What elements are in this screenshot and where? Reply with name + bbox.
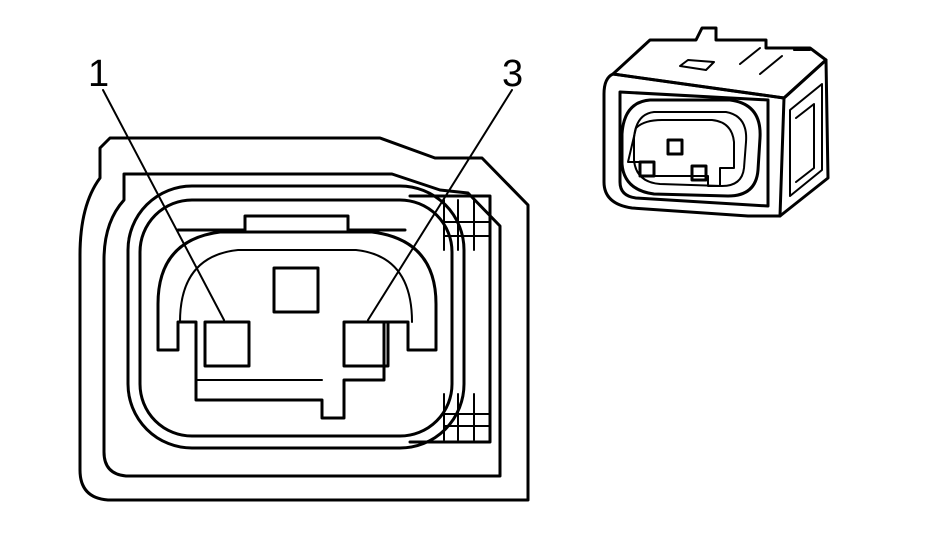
outer-housing-outline <box>78 136 530 502</box>
pin-2-cavity <box>272 266 320 314</box>
iso-pin-2 <box>666 138 684 156</box>
iso-pin-3 <box>690 164 708 182</box>
terminal-cavity-block <box>156 230 438 420</box>
socket-outer-outline <box>126 184 466 450</box>
iso-side-latch <box>789 83 823 197</box>
pin-1-label: 1 <box>88 53 109 95</box>
iso-top-ridges <box>739 47 811 75</box>
iso-side-face <box>778 58 830 218</box>
pin-1-cavity <box>203 320 251 368</box>
pin-3-label: 3 <box>502 53 523 95</box>
pin-3-cavity <box>342 320 390 368</box>
latch-body <box>408 194 492 444</box>
connector-isometric-view <box>602 26 830 218</box>
iso-pin-1 <box>638 160 656 178</box>
iso-top-slot <box>679 59 715 71</box>
iso-front-inner <box>618 90 770 208</box>
key-ridge <box>176 214 407 232</box>
pin-3-leader <box>367 89 513 321</box>
iso-socket-outer <box>620 98 762 198</box>
socket-inner-outline <box>138 198 454 438</box>
connector-face-view: 1 3 <box>78 53 530 502</box>
iso-front-outline <box>602 72 786 218</box>
pin-1-leader <box>102 89 225 321</box>
iso-cavity-block <box>627 119 735 187</box>
inner-housing-outline <box>102 172 502 478</box>
cavity-inner-arc <box>179 249 413 323</box>
